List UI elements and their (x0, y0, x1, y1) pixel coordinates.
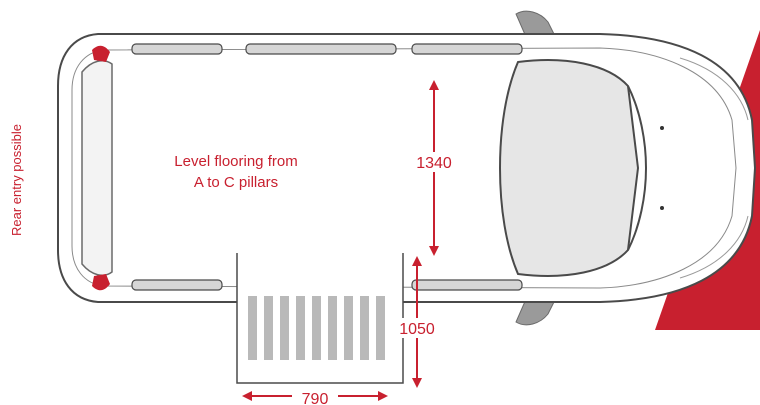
dash-sensor-bottom (660, 206, 664, 210)
ramp-stripe (360, 296, 369, 360)
door-height-label-bg (394, 318, 440, 338)
rear-entry-note: Rear entry possible (9, 124, 24, 236)
ramp-stripe (248, 296, 257, 360)
floor-note-line2: A to C pillars (194, 174, 278, 191)
ramp-stripe (296, 296, 305, 360)
bottom-rear-window (131, 279, 223, 291)
interior-width-label-bg (410, 152, 458, 172)
interior-width-label: 1340 (416, 155, 452, 172)
ramp-stripe (376, 296, 385, 360)
dash-sensor-top (660, 126, 664, 130)
rear-door-frame (81, 59, 113, 277)
floor-note-line1: Level flooring from (174, 153, 297, 170)
ramp-stripe (264, 296, 273, 360)
roof-outline (71, 47, 737, 289)
top-mid-window (245, 43, 397, 55)
door-width-label-bg (292, 388, 338, 405)
door-height-label: 1050 (399, 321, 435, 338)
bottom-front-window (411, 279, 523, 291)
bonnet-line-top (679, 57, 749, 121)
ramp-stripe (328, 296, 337, 360)
bonnet-line-bottom (679, 215, 749, 279)
rear-light-top (92, 45, 110, 62)
windscreen (498, 59, 640, 277)
door-width-label: 790 (302, 391, 329, 405)
dashboard-edge (627, 85, 648, 251)
top-front-window (411, 43, 523, 55)
top-rear-window (131, 43, 223, 55)
van-body (57, 33, 757, 303)
ramp-stripe (280, 296, 289, 360)
ramp-stripes (248, 296, 385, 360)
ramp-stripe (344, 296, 353, 360)
rear-light-bottom (92, 274, 110, 291)
ramp-stripe (312, 296, 321, 360)
